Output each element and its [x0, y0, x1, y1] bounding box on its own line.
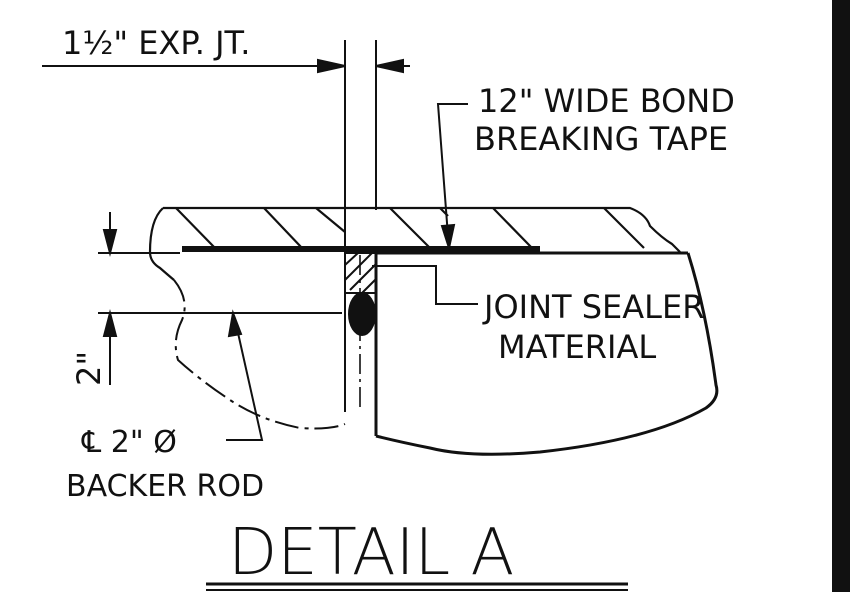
- depth-dimension: [98, 212, 342, 385]
- expansion-joint-label: 1½" EXP. JT.: [62, 24, 250, 62]
- bond-tape-label-line2: BREAKING TAPE: [474, 120, 728, 158]
- backer-rod: [348, 292, 376, 336]
- top-slab: [148, 206, 681, 281]
- joint-sealer-label-line2: MATERIAL: [498, 328, 656, 366]
- bond-tape-leader: [436, 103, 468, 252]
- left-slab-break-line: [173, 279, 346, 430]
- depth-dimension-label: 2": [70, 351, 108, 386]
- joint-sealer-label-line1: JOINT SEALER: [482, 288, 704, 326]
- backer-rod-label-line1: ℄ 2" Ø: [81, 425, 177, 460]
- joint-sealer-leader: [372, 265, 478, 305]
- backer-rod-label-line2: BACKER ROD: [66, 469, 264, 504]
- sheet-border: [832, 0, 850, 592]
- detail-title: DETAIL A: [228, 516, 514, 590]
- bond-tape-label-line1: 12" WIDE BOND: [478, 82, 735, 120]
- backer-rod-leader: [226, 309, 264, 441]
- bond-breaking-tape: [182, 246, 540, 252]
- expansion-joint-dimension: [42, 40, 410, 412]
